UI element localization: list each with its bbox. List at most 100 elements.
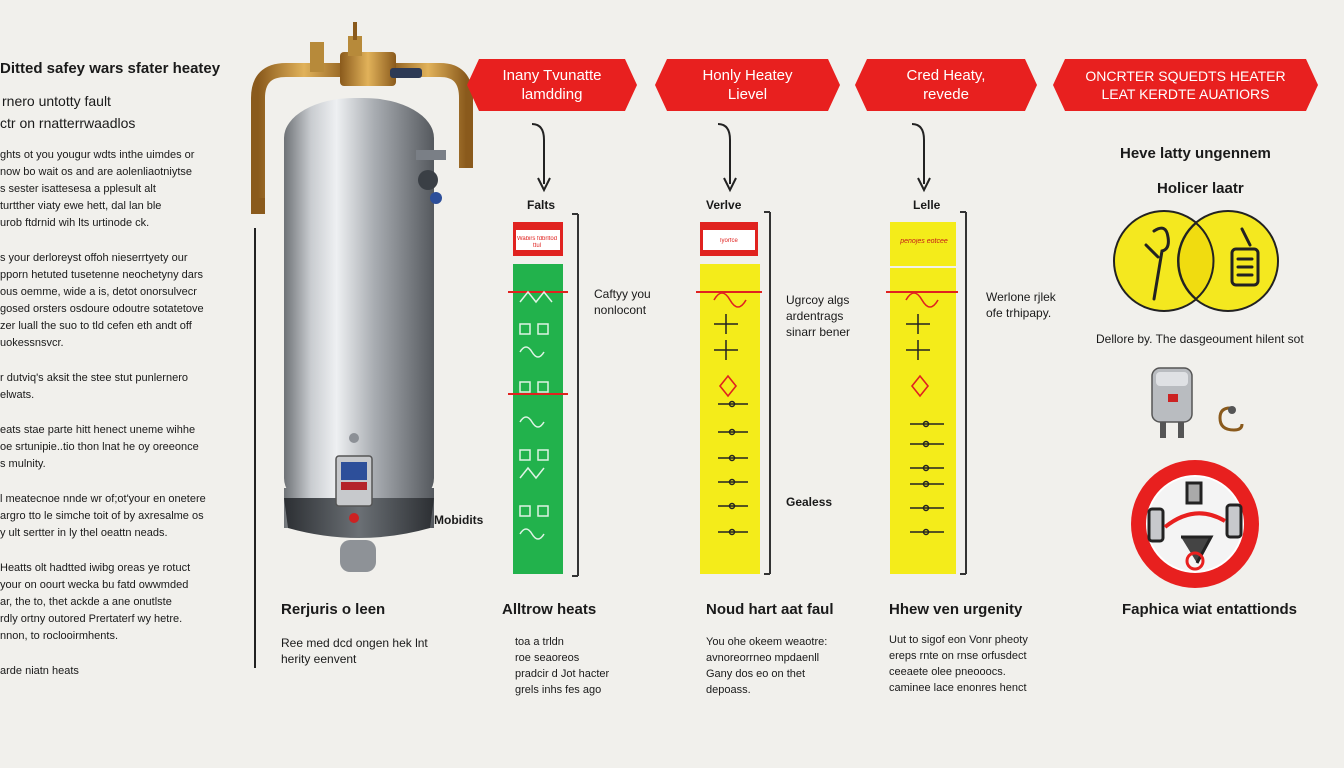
right-subheading: Holicer laatr [1157, 180, 1244, 197]
paragraph-6: Heatts olt hadtted iwibg oreas ye rotuct… [0, 560, 245, 645]
para-line: now bo wait os and are aolenliaotniytse [0, 166, 193, 178]
banner-shape [655, 59, 840, 111]
column-line: You ohe okeem weaotre: [706, 636, 828, 648]
side-note-line: nonlocont [594, 303, 647, 317]
gauge-2-top-label: lyorfce [720, 238, 738, 244]
para-line: r dutviq's aksit the stee stut punlerner… [0, 372, 188, 384]
paragraph-2: s your derloreyst offoh nieserrtyety our… [0, 250, 245, 352]
banner-line: lamdding [521, 86, 583, 103]
banner-text: Inany Tvunatte lamdding [467, 59, 637, 111]
column-line: roe seaoreos [515, 652, 580, 664]
para-line: gosed orsters osdoure odoutre sotatetove [0, 303, 204, 315]
banner-line: Honly Heatey [702, 67, 793, 84]
para-line: turtther viaty ewe hett, dal lan ble [0, 200, 162, 212]
banner-line: Inany Tvunatte [502, 67, 602, 84]
para-line: nnon, to roclooirmhents. [0, 630, 119, 642]
gauge-2 [696, 211, 771, 575]
gauge-3-side-note: Werlone rjlek ofe trhipapy. [986, 289, 1056, 321]
gauge-1 [508, 213, 579, 577]
para-line: ous oemme, wide a is, detot onorsulvecr [0, 286, 197, 298]
para-line: oe srtunipie..tio thon lnat he oy oreeon… [0, 441, 199, 453]
requirement-body: Ree med dcd ongen hek lnt herity eenvent [281, 635, 428, 667]
side-note-line: sinarr bener [786, 325, 851, 339]
column-line: Gany dos eo on thet [706, 668, 806, 680]
column-line: grels inhs fes ago [515, 684, 602, 696]
paragraph-3: r dutviq's aksit the stee stut punlerner… [0, 370, 245, 404]
gauge-1-header: Falts [527, 198, 556, 212]
column-line: ereps rnte on rnse orfusdect [889, 650, 1027, 662]
gauge-1-side-note: Caftyy you nonlocont [594, 286, 651, 318]
banner-text: Honly Heatey Lievel [655, 59, 840, 111]
side-note-line: ofe trhipapy. [986, 306, 1052, 320]
heater-label: Mobidits [434, 513, 484, 527]
side-note-line: Werlone rjlek [986, 290, 1056, 304]
water-heater-illustration [251, 22, 473, 572]
right-caption: Dellore by. The dasgeoument hilent sot [1096, 332, 1304, 346]
column-line: caminee lace enonres henct [889, 682, 1027, 694]
side-note-line: Caftyy you [594, 287, 651, 301]
para-line: l meatecnoe nnde wr of;ot'your en oneter… [0, 493, 206, 505]
paragraph-1: ghts ot you yougur wdts inthe uimdes or … [0, 147, 245, 232]
divider-line [254, 228, 256, 668]
para-line: zer luall the suo to tld cefen eth andt … [0, 320, 192, 332]
para-line: your on oourt wecka bu fatd owwmded [0, 579, 189, 591]
para-line: y ult sertter in ly thel oeattn neads. [0, 527, 168, 539]
banner-line: ONCRTER SQUEDTS HEATER [1085, 68, 1286, 84]
gauge-1-column-body: toa a trldn roe seaoreos pradcir d Jot h… [515, 634, 609, 698]
banner-4: ONCRTER SQUEDTS HEATER LEAT KERDTE AUATI… [1053, 59, 1318, 111]
gauge-3 [886, 211, 967, 575]
banner-text: ONCRTER SQUEDTS HEATER LEAT KERDTE AUATI… [1053, 59, 1318, 111]
para-line: s mulnity. [0, 458, 46, 470]
gauge-3-column-title: Hhew ven urgenity [889, 601, 1023, 618]
probe-icon [1152, 226, 1170, 301]
banner-line: Lievel [727, 86, 768, 103]
paragraph-7: arde niatn heats [0, 663, 245, 680]
para-line: eats stae parte hitt henect uneme wihhe [0, 424, 196, 436]
gauge-2-column-body: You ohe okeem weaotre: avnoreorrneo mpda… [706, 634, 827, 698]
requirement-title: Rerjuris o leen [281, 601, 386, 618]
paragraph-4: eats stae parte hitt henect uneme wihhe … [0, 422, 245, 473]
paragraph-5: l meatecnoe nnde wr of;ot'your en oneter… [0, 491, 245, 542]
arrow-3-icon [911, 123, 925, 184]
side-note-line: Ugrcoy algs [786, 293, 850, 307]
requirement-line: herity eenvent [281, 652, 357, 666]
para-line: Heatts olt hadtted iwibg oreas ye rotuct [0, 562, 191, 574]
side-note-line: ardentrags [786, 309, 844, 323]
banner-text: Cred Heaty, revede [855, 59, 1037, 111]
column-line: toa a trldn [515, 636, 564, 648]
gauge-2-side-note-2: Gealess [786, 495, 833, 509]
gauge-3-column-body: Uut to sigof eon Vonr pheoty ereps rnte … [889, 632, 1028, 696]
right-column-title: Faphica wiat entattionds [1122, 601, 1298, 618]
banner-1: Inany Tvunatte lamdding [467, 59, 637, 111]
arrow-2-icon [717, 123, 731, 184]
banner-line: Cred Heaty, [906, 67, 986, 84]
left-subtitle-2: ctr on rnatterrwaadlos [0, 115, 136, 131]
gauge-2-column-title: Noud hart aat faul [706, 601, 834, 618]
left-title: Ditted safey wars sfater heatey [0, 60, 221, 77]
para-line: rdly ortny outored Prertaterf wy hetre. [0, 613, 183, 625]
para-line: s sester isattesesa a pplesult alt [0, 183, 156, 195]
para-line: ar, the to, thet ackde a ane onutlste [0, 596, 172, 608]
left-subtitle-1: rnero untotty fault [2, 93, 111, 109]
right-heading: Heve latty ungennem [1120, 145, 1271, 162]
para-line: s your derloreyst offoh nieserrtyety our [0, 252, 188, 264]
overlapping-circles-icon [1113, 210, 1279, 312]
heating-element-icon [1151, 367, 1244, 438]
gauge-1-column-title: Alltrow heats [502, 601, 597, 618]
left-paragraphs: ghts ot you yougur wdts inthe uimdes or … [0, 147, 245, 680]
para-line: arde niatn heats [0, 665, 79, 677]
arrows [531, 123, 931, 193]
gauge-3-top-label: penojes eotcee [900, 238, 948, 245]
banner-3: Cred Heaty, revede [855, 59, 1037, 111]
banner-2: Honly Heatey Lievel [655, 59, 840, 111]
gauge-2-header: Verlve [706, 198, 742, 212]
banner-shape [855, 59, 1037, 111]
banner-line: LEAT KERDTE AUATIORS [1101, 86, 1270, 102]
column-line: Uut to sigof eon Vonr pheoty [889, 634, 1028, 646]
column-line: avnoreorrneo mpdaenll [706, 652, 820, 664]
thermostat-icon [1230, 247, 1260, 287]
para-line: ghts ot you yougur wdts inthe uimdes or [0, 149, 195, 161]
para-line: uokessnsvcr. [0, 337, 64, 349]
column-line: depoass. [706, 684, 751, 696]
gauge-3-header: Lelle [913, 198, 941, 212]
